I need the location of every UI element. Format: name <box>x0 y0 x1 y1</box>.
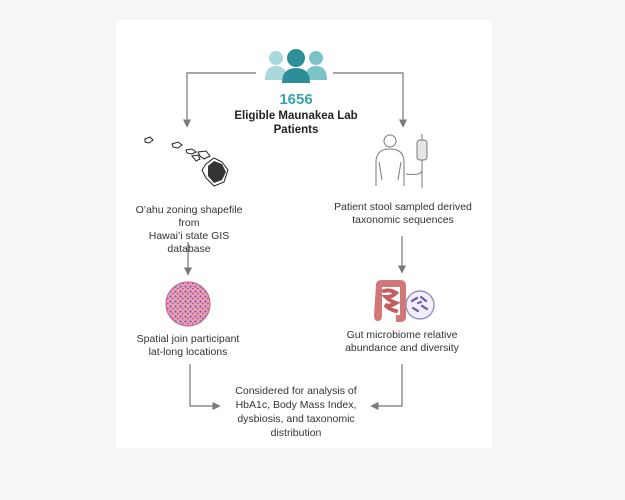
result-line-3: dysbiosis, and taxonomic <box>237 413 355 425</box>
page-title: Eligible Maunakea Lab Patients <box>206 109 386 137</box>
arrow-top-right <box>333 72 408 128</box>
patient-iv-icon <box>375 134 428 188</box>
bacteria-icon <box>405 290 435 320</box>
hawaii-map-icon <box>144 136 229 187</box>
analysis-result: Considered for analysis of HbA1c, Body M… <box>222 384 370 440</box>
step-shapefile: O’ahu zoning shapefile from Hawai’i stat… <box>130 204 248 256</box>
step-spatial-line-2: lat-long locations <box>148 346 228 358</box>
title-line-2: Patients <box>273 124 319 136</box>
intestine-icon <box>374 280 406 322</box>
arrow-left-bottom <box>189 364 221 411</box>
gis-circle-icon <box>165 281 211 327</box>
step-shapefile-line-1: O’ahu zoning shapefile from <box>135 204 243 229</box>
step-spatial-join: Spatial join participant lat-long locati… <box>133 333 243 359</box>
diagram-card <box>116 20 492 448</box>
step-stool-sample: Patient stool sampled derived taxonomic … <box>330 201 476 227</box>
result-line-2: HbA1c, Body Mass Index, <box>235 399 357 411</box>
step-stool-line-1: Patient stool sampled derived <box>334 201 472 213</box>
result-line-1: Considered for analysis of <box>235 385 357 397</box>
patient-count: 1656 <box>279 91 313 108</box>
step-microbiome-line-2: abundance and diversity <box>345 342 459 354</box>
title-line-1: Eligible Maunakea Lab <box>234 110 358 122</box>
step-microbiome-line-1: Gut microbiome relative <box>346 329 458 341</box>
result-line-4: distribution <box>270 427 322 439</box>
step-shapefile-line-2: Hawai’i state GIS database <box>148 230 230 255</box>
step-spatial-line-1: Spatial join participant <box>136 333 240 345</box>
arrow-right-bottom <box>370 364 403 411</box>
people-icon <box>265 49 327 83</box>
step-stool-line-2: taxonomic sequences <box>352 214 454 226</box>
step-microbiome: Gut microbiome relative abundance and di… <box>340 329 464 355</box>
arrow-top-left <box>182 72 256 128</box>
